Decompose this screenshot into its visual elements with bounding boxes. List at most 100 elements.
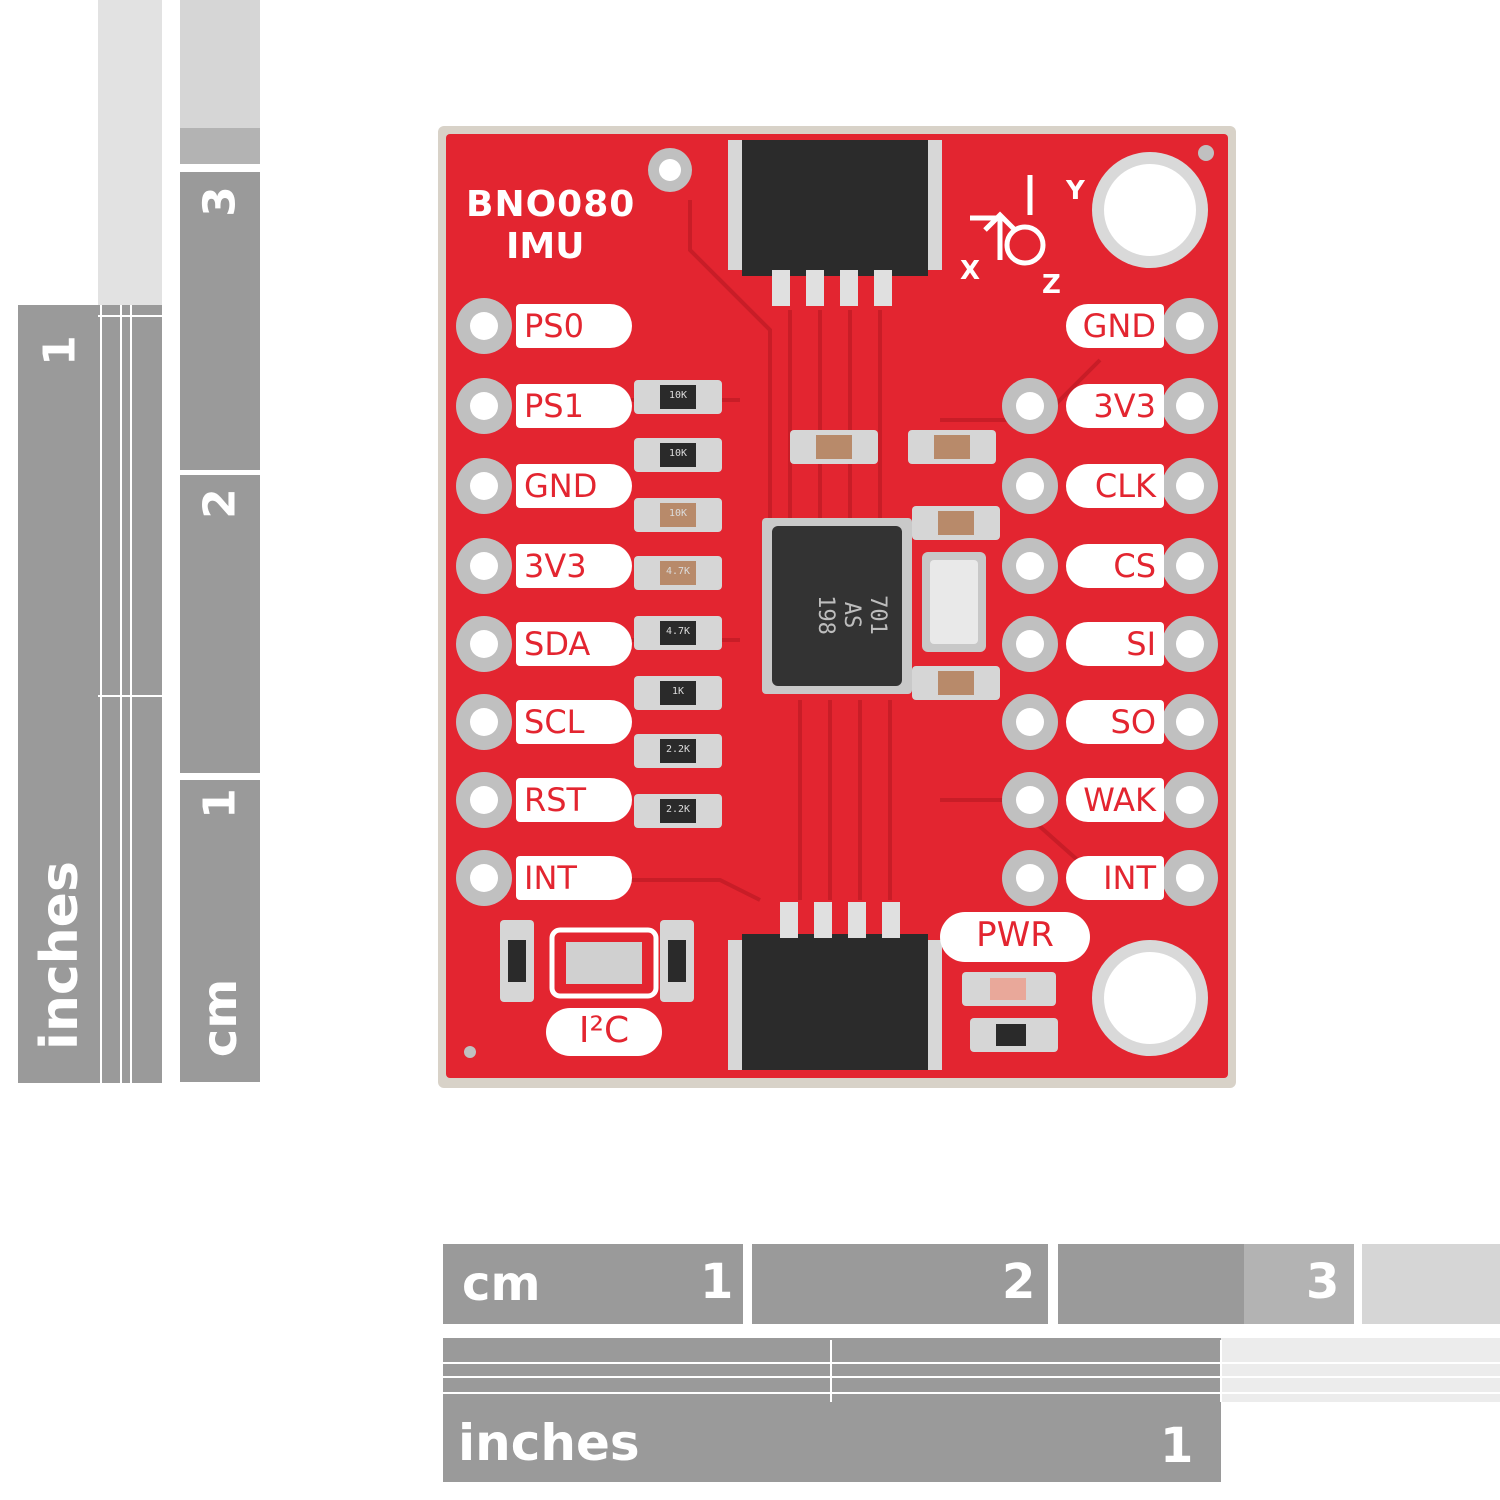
right-inner-pin-hole: [1016, 708, 1044, 736]
resistor-mark-7: 2.2K: [665, 804, 691, 815]
smd-capacitor-body: [816, 435, 852, 459]
right-pin-label-0: GND: [1066, 304, 1164, 348]
bottom-cm-ruler-5: [1362, 1244, 1500, 1324]
smd-resistor-body: [660, 621, 696, 645]
left-inches-ruler-top: [98, 0, 162, 305]
right-pin-hole: [1176, 630, 1204, 658]
smd-resistor-body: [660, 503, 696, 527]
chip-marking: 701 AS 198: [780, 570, 890, 660]
smd-resistor-body: [660, 561, 696, 585]
ruler-tick: [1220, 1340, 1222, 1402]
left-cm-ruler-3: [180, 172, 260, 470]
smd-capacitor-body: [938, 671, 974, 695]
header-pins: [456, 298, 1218, 906]
left-pin-label-4: SDA: [516, 622, 632, 666]
left-inches-ruler: [18, 305, 98, 1083]
crystal: [922, 552, 986, 652]
right-pin-label-7: INT: [1066, 856, 1164, 900]
smd-capacitor-body: [938, 511, 974, 535]
right-inner-pin-hole: [1016, 552, 1044, 580]
bottom-inches-mark: 1: [1160, 1418, 1194, 1474]
left-pin-label-1: PS1: [516, 384, 632, 428]
left-pin-hole: [470, 708, 498, 736]
chip-marking-line-1: 701: [865, 595, 890, 635]
left-cm-ruler-1: [180, 780, 260, 1082]
left-pin-hole: [470, 472, 498, 500]
left-cm-ruler-5: [180, 0, 260, 128]
axis-label-y: Y: [1066, 176, 1085, 206]
right-inner-pin-hole: [1016, 630, 1044, 658]
resistor-mark-4: 4.7K: [665, 626, 691, 637]
left-pin-label-6: RST: [516, 778, 632, 822]
right-pin-label-4: SI: [1066, 622, 1164, 666]
imu-chip: [762, 518, 912, 694]
left-pin-label-2: GND: [516, 464, 632, 508]
bottom-cm-ruler-2: [752, 1244, 1048, 1324]
left-pin-hole: [470, 392, 498, 420]
right-pin-label-2: CLK: [1066, 464, 1164, 508]
right-pin-label-5: SO: [1066, 700, 1164, 744]
resistor-mark-5: 1K: [671, 686, 685, 697]
resistor-mark-3: 4.7K: [665, 566, 691, 577]
right-inner-pin-hole: [1016, 472, 1044, 500]
ruler-tick: [100, 305, 102, 1083]
right-pin-label-1: 3V3: [1066, 384, 1164, 428]
jumper-label: I²C: [578, 1010, 630, 1051]
pwr-led: [940, 912, 1090, 1052]
right-pin-label-3: CS: [1066, 544, 1164, 588]
right-pin-label-6: WAK: [1066, 778, 1164, 822]
ruler-tick: [98, 695, 162, 697]
left-pin-label-0: PS0: [516, 304, 632, 348]
board-title-2: IMU: [506, 226, 585, 267]
bottom-inches-ruler-ext: [1221, 1338, 1500, 1402]
axis-label-x: X: [960, 256, 981, 286]
axis-symbol: [970, 175, 1046, 266]
bottom-cm-mark-1: 1: [700, 1254, 734, 1310]
chip-marking-line-3: 198: [813, 595, 838, 635]
resistor-mark-0: 10K: [668, 390, 688, 401]
ruler-tick: [130, 305, 132, 1083]
left-pin-label-7: INT: [516, 856, 632, 900]
right-pin-hole: [1176, 786, 1204, 814]
left-pin-hole: [470, 630, 498, 658]
ruler-tick: [443, 1362, 1500, 1364]
left-pin-hole: [470, 312, 498, 340]
smd-resistor-body: [660, 799, 696, 823]
axis-label-z: Z: [1042, 270, 1061, 300]
right-inner-pin-hole: [1016, 864, 1044, 892]
smd-resistor-body: [660, 385, 696, 409]
mounting-holes: [464, 145, 1214, 1058]
bottom-inches-label: inches: [458, 1414, 640, 1472]
ruler-tick: [830, 1340, 832, 1402]
ruler-tick: [443, 1392, 1500, 1394]
bottom-connector: [728, 902, 942, 1070]
board-title-1: BNO080: [466, 184, 636, 225]
right-pin-hole: [1176, 392, 1204, 420]
resistor-mark-2: 10K: [668, 508, 688, 519]
smd-resistor-body: [660, 443, 696, 467]
bottom-cm-mark-3: 3: [1306, 1254, 1340, 1310]
left-pin-hole: [470, 786, 498, 814]
left-pin-hole: [470, 552, 498, 580]
left-pin-hole: [470, 864, 498, 892]
bottom-cm-ruler-1: [443, 1244, 743, 1324]
right-pin-hole: [1176, 472, 1204, 500]
smd-resistor-body: [660, 739, 696, 763]
right-pin-hole: [1176, 312, 1204, 340]
bottom-cm-ruler-4: [1244, 1244, 1354, 1324]
right-inner-pin-hole: [1016, 392, 1044, 420]
ruler-tick: [443, 1376, 1500, 1378]
smd-resistor-body: [660, 681, 696, 705]
right-pin-hole: [1176, 552, 1204, 580]
ruler-tick: [120, 305, 122, 1083]
right-inner-pin-hole: [1016, 786, 1044, 814]
ruler-tick: [98, 315, 162, 317]
left-cm-ruler-2: [180, 475, 260, 773]
i2c-jumper: [500, 920, 694, 1056]
resistor-mark-1: 10K: [668, 448, 688, 459]
smd-capacitor-body: [934, 435, 970, 459]
top-connector: [728, 140, 942, 306]
left-pin-label-5: SCL: [516, 700, 632, 744]
right-pin-hole: [1176, 708, 1204, 736]
